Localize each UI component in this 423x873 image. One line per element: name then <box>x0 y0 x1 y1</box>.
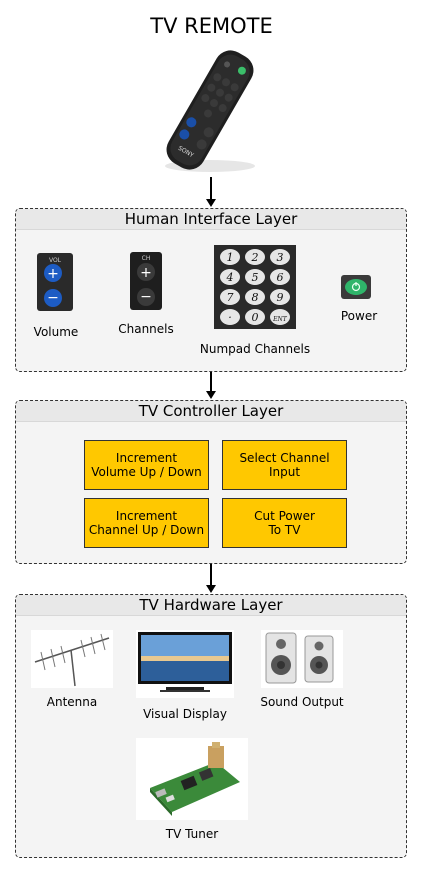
label-volume: Volume <box>33 325 79 339</box>
power-button-image <box>341 275 371 299</box>
label-sound-output: Sound Output <box>260 695 344 709</box>
numpad-key <box>245 309 265 325</box>
volume-buttons-image: VOL + − <box>37 253 73 311</box>
layer-title: TV Hardware Layer <box>16 595 406 616</box>
numpad-key-label: 2 <box>251 251 259 264</box>
numpad-key <box>220 289 240 305</box>
arrow-head <box>206 199 216 207</box>
label-numpad-channels: Numpad Channels <box>199 342 311 356</box>
arrow-head <box>206 585 216 593</box>
numpad-key <box>220 249 240 265</box>
numpad-key-label: 9 <box>277 291 284 304</box>
arrow-remote-to-human <box>210 177 212 200</box>
numpad-key-label: · <box>228 311 232 324</box>
numpad-key <box>270 309 290 325</box>
arrow-controller-to-hardware <box>210 564 212 586</box>
numpad-key <box>245 249 265 265</box>
label-channels: Channels <box>118 322 174 336</box>
numpad-key <box>270 269 290 285</box>
numpad-key <box>220 269 240 285</box>
numpad-key-label: 7 <box>227 291 234 304</box>
numpad-key <box>270 249 290 265</box>
numpad-key-label: 5 <box>252 271 259 284</box>
vol-text: VOL <box>49 257 62 264</box>
svg-text:+: + <box>140 265 152 281</box>
svg-text:−: − <box>140 289 152 305</box>
diagram-title: TV REMOTE <box>150 14 273 38</box>
label-antenna: Antenna <box>46 695 98 709</box>
tv-controller-layer: TV Controller Layer Increment Volume Up … <box>15 400 407 564</box>
numpad-image: 1 2 3 4 5 6 7 8 9 · 0 ENT <box>214 245 296 329</box>
human-interface-layer: Human Interface Layer VOL + − Volume CH … <box>15 208 407 372</box>
numpad-key <box>270 289 290 305</box>
label-tv-tuner: TV Tuner <box>165 827 219 841</box>
label-visual-display: Visual Display <box>143 707 227 721</box>
ch-text: CH <box>142 255 151 262</box>
label-power: Power <box>340 309 378 323</box>
channel-buttons-image: CH + − <box>130 252 162 310</box>
svg-text:+: + <box>47 266 59 282</box>
numpad-key <box>245 289 265 305</box>
numpad-key-label: 8 <box>252 291 259 304</box>
box-increment-channel: Increment Channel Up / Down <box>84 498 209 548</box>
layer-title: Human Interface Layer <box>16 209 406 230</box>
numpad-key <box>245 269 265 285</box>
numpad-key-label: 1 <box>227 251 234 264</box>
numpad-key-label: 0 <box>252 311 259 324</box>
box-cut-power: Cut Power To TV <box>222 498 347 548</box>
tv-remote-image: SONY <box>165 50 255 172</box>
layer-title: TV Controller Layer <box>16 401 406 422</box>
box-increment-volume: Increment Volume Up / Down <box>84 440 209 490</box>
box-select-channel-input: Select Channel Input <box>222 440 347 490</box>
numpad-key <box>220 309 240 325</box>
speakers-image <box>261 630 343 688</box>
tv-hardware-layer: TV Hardware Layer Antenna Visual Display… <box>15 594 407 858</box>
tv-display-image <box>136 630 234 698</box>
arrow-human-to-controller <box>210 372 212 392</box>
svg-text:−: − <box>47 290 59 306</box>
numpad-key-label: 4 <box>226 271 234 284</box>
numpad-key-label: 6 <box>277 271 284 284</box>
numpad-key-label: ENT <box>272 316 288 323</box>
antenna-image <box>31 630 113 688</box>
arrow-head <box>206 391 216 399</box>
numpad-key-label: 3 <box>277 251 284 264</box>
tv-tuner-image <box>136 738 248 820</box>
